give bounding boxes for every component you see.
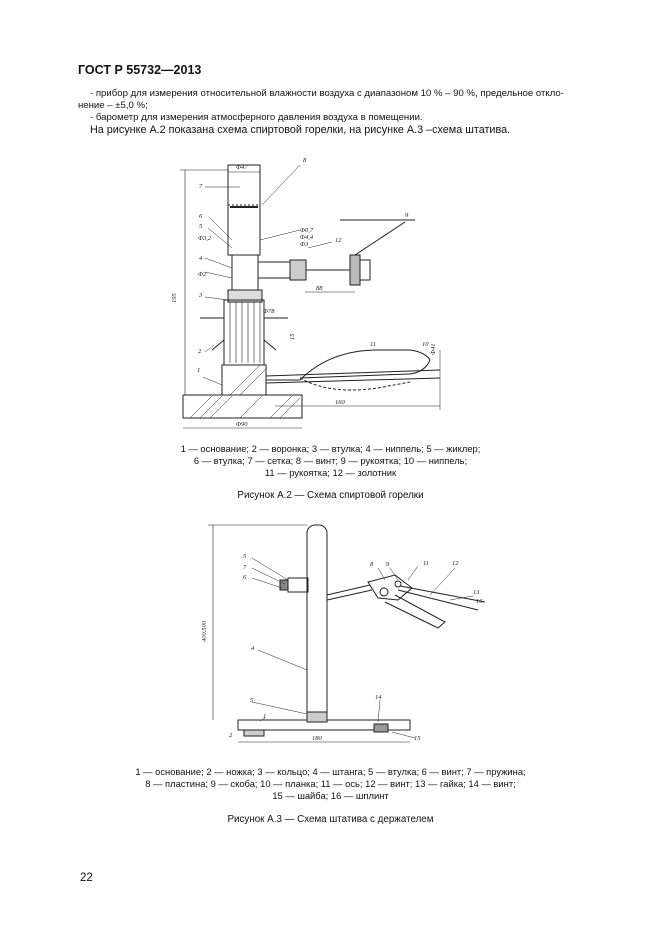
figure-a3-legend-line2: 8 — пластина; 9 — скоба; 10 — планка; 11… <box>145 778 516 789</box>
dim-88: 88 <box>316 285 323 292</box>
callout-f3-5a: 5 <box>243 553 247 560</box>
paragraph-figures-intro: На рисунке А.2 показана схема спиртовой … <box>90 124 511 136</box>
dim-d07: Φ0,7 <box>300 227 314 234</box>
callout-f3-14: 14 <box>375 694 382 701</box>
callout-5: 5 <box>199 223 203 230</box>
callout-f3-12: 12 <box>452 560 459 567</box>
callout-8: 8 <box>303 157 307 164</box>
dim-d32: Φ3,2 <box>198 235 212 242</box>
paragraph-hygrometer-cont: нение – ±5,0 %; <box>78 100 148 111</box>
figure-a2-title: Рисунок А.2 — Схема спиртовой горелки <box>237 490 424 501</box>
page-number: 22 <box>80 872 93 884</box>
callout-10: 10 <box>422 341 429 348</box>
callout-f3-15: 15 <box>414 735 421 742</box>
figure-a2-legend-line2: 6 — втулка; 7 — сетка; 8 — винт; 9 — рук… <box>193 455 468 466</box>
dim-180: 180 <box>312 735 323 742</box>
callout-f3-2: 2 <box>229 732 233 739</box>
figure-a3-legend-line3: 15 — шайба; 16 — шплинт <box>272 790 389 801</box>
dim-d3: Φ3 <box>300 241 309 248</box>
figure-a2-legend-line3: 11 — рукоятка; 12 — золотник <box>264 467 397 478</box>
document-header: ГОСТ Р 55732—2013 <box>78 63 202 77</box>
callout-f3-1: 1 <box>263 713 266 720</box>
callout-7: 7 <box>199 183 203 190</box>
callout-9: 9 <box>405 212 409 219</box>
dim-d44: Φ4,4 <box>300 234 314 241</box>
callout-f3-13: 13 <box>473 589 480 596</box>
callout-f3-16: 16 <box>476 598 483 605</box>
dim-d2: Φ2 <box>198 271 207 278</box>
callout-f3-4: 4 <box>251 645 255 652</box>
dim-base: Φ90 <box>236 421 248 428</box>
callout-6: 6 <box>199 213 203 220</box>
dim-160: 160 <box>335 399 346 406</box>
callout-f3-5b: 5 <box>250 697 254 704</box>
figure-a2-legend-line1: 1 — основание; 2 — воронка; 3 — втулка; … <box>180 443 481 454</box>
dim-195: 195 <box>171 293 178 304</box>
callout-f3-7: 7 <box>243 564 247 571</box>
paragraph-hygrometer: - прибор для измерения относительной вла… <box>90 88 564 99</box>
callout-3: 3 <box>198 292 203 299</box>
callout-f3-8: 8 <box>370 561 374 568</box>
callout-f3-9: 9 <box>386 561 390 568</box>
callout-1: 1 <box>197 367 200 374</box>
figure-a3-legend-line1: 1 — основание; 2 — ножка; 3 — кольцо; 4 … <box>135 766 526 777</box>
dim-d78: Φ78 <box>263 308 275 315</box>
figure-a3-title: Рисунок А.3 — Схема штатива с держателем <box>227 814 434 825</box>
callout-11: 11 <box>370 341 376 348</box>
dim-400-500: 400.500 <box>201 620 208 642</box>
callout-f3-11: 11 <box>423 560 429 567</box>
callout-12: 12 <box>335 237 342 244</box>
callout-2: 2 <box>198 348 202 355</box>
dim-d47: Φ47 <box>236 164 248 171</box>
dim-d41: Φ41 <box>430 344 437 355</box>
callout-4: 4 <box>199 255 203 262</box>
dim-15: 15 <box>289 333 296 340</box>
paragraph-barometer: - барометр для измерения атмосферного да… <box>90 112 423 123</box>
callout-f3-6: 6 <box>243 574 247 581</box>
